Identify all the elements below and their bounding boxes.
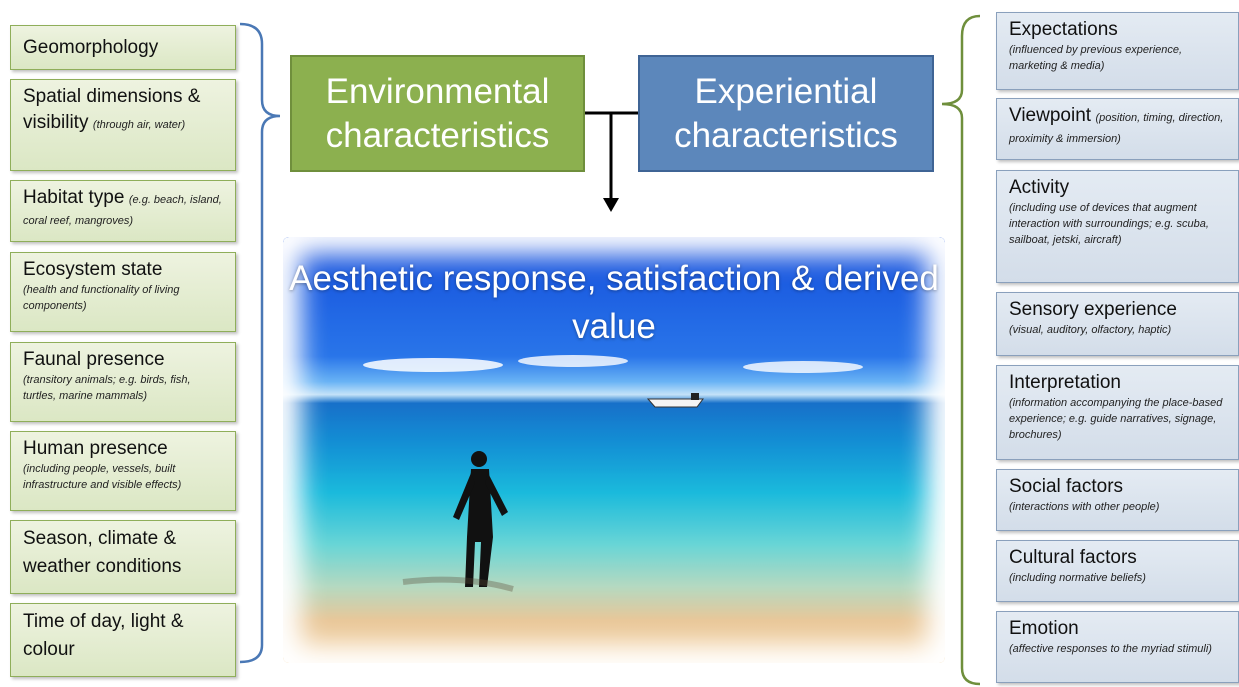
factor-title: Cultural factors bbox=[1009, 547, 1137, 568]
factor-title: Geomorphology bbox=[23, 37, 159, 58]
factor-detail: (affective responses to the myriad stimu… bbox=[1009, 642, 1212, 655]
outcome-label: Aesthetic response, satisfaction & deriv… bbox=[289, 259, 939, 347]
beach-photo: Aesthetic response, satisfaction & deriv… bbox=[283, 237, 945, 663]
boat-icon bbox=[646, 393, 704, 408]
factor-detail: (interactions with other people) bbox=[1009, 500, 1160, 513]
factor-box-spatial-dimensions: Spatial dimensions & visibility (through… bbox=[10, 79, 236, 171]
arrowhead-down bbox=[603, 198, 619, 212]
right-bracket bbox=[941, 14, 981, 686]
cloud bbox=[743, 361, 863, 373]
factor-title: Social factors bbox=[1009, 476, 1124, 497]
factor-detail: (transitory animals; e.g. birds, fish, t… bbox=[23, 373, 191, 402]
factor-box-sensory-experience: Sensory experience (visual, auditory, ol… bbox=[996, 292, 1239, 356]
factor-title: Ecosystem state bbox=[23, 259, 163, 280]
experiential-characteristics-box: Experiential characteristics bbox=[638, 55, 934, 172]
factor-detail: (information accompanying the place-base… bbox=[1009, 396, 1223, 441]
factor-detail: (position, timing, direction, proximity … bbox=[1009, 112, 1224, 145]
factor-title: Season, climate & weather conditions bbox=[23, 528, 182, 577]
factor-title: Time of day, light & colour bbox=[23, 611, 184, 660]
factor-title: Interpretation bbox=[1009, 372, 1121, 393]
environmental-characteristics-label: Environmental characteristics bbox=[325, 71, 550, 155]
factor-box-geomorphology: Geomorphology bbox=[10, 25, 236, 70]
factor-box-time-of-day: Time of day, light & colour bbox=[10, 603, 236, 677]
factor-detail: (including normative beliefs) bbox=[1009, 571, 1146, 584]
factor-box-interpretation: Interpretation (information accompanying… bbox=[996, 365, 1239, 460]
factor-box-faunal-presence: Faunal presence (transitory animals; e.g… bbox=[10, 342, 236, 422]
factor-title: Emotion bbox=[1009, 618, 1079, 639]
factor-title: Expectations bbox=[1009, 19, 1118, 40]
factor-box-expectations: Expectations (influenced by previous exp… bbox=[996, 12, 1239, 90]
factor-box-season-climate: Season, climate & weather conditions bbox=[10, 520, 236, 594]
factor-title: Spatial dimensions & visibility bbox=[23, 86, 201, 133]
factor-detail: (influenced by previous experience, mark… bbox=[1009, 43, 1183, 72]
factor-title: Habitat type bbox=[23, 187, 125, 208]
factor-box-viewpoint: Viewpoint (position, timing, direction, … bbox=[996, 98, 1239, 160]
environmental-characteristics-box: Environmental characteristics bbox=[290, 55, 585, 172]
factor-detail: (visual, auditory, olfactory, haptic) bbox=[1009, 323, 1172, 336]
factor-box-cultural-factors: Cultural factors (including normative be… bbox=[996, 540, 1239, 602]
factor-box-ecosystem-state: Ecosystem state (health and functionalit… bbox=[10, 252, 236, 332]
factor-detail: (including people, vessels, built infras… bbox=[23, 462, 182, 491]
factor-box-activity: Activity (including use of devices that … bbox=[996, 170, 1239, 283]
factor-box-habitat-type: Habitat type (e.g. beach, island, coral … bbox=[10, 180, 236, 242]
factor-box-emotion: Emotion (affective responses to the myri… bbox=[996, 611, 1239, 683]
experiential-characteristics-label: Experiential characteristics bbox=[674, 71, 898, 155]
factor-title: Human presence bbox=[23, 438, 168, 459]
person-figure bbox=[453, 451, 508, 587]
factor-box-human-presence: Human presence (including people, vessel… bbox=[10, 431, 236, 511]
factor-title: Sensory experience bbox=[1009, 299, 1177, 320]
factor-detail: (including use of devices that augment i… bbox=[1009, 201, 1209, 246]
factor-title: Faunal presence bbox=[23, 349, 165, 370]
cloud bbox=[363, 358, 503, 372]
factor-detail: (through air, water) bbox=[92, 118, 186, 131]
person-shadow bbox=[402, 576, 514, 592]
factor-detail: (health and functionality of living comp… bbox=[23, 283, 180, 312]
factor-box-social-factors: Social factors (interactions with other … bbox=[996, 469, 1239, 531]
factor-title: Viewpoint bbox=[1009, 105, 1092, 126]
factor-detail: (e.g. beach, island, coral reef, mangrov… bbox=[23, 194, 222, 227]
factor-title: Activity bbox=[1009, 177, 1070, 198]
left-bracket bbox=[239, 22, 281, 664]
cloud bbox=[518, 355, 628, 367]
